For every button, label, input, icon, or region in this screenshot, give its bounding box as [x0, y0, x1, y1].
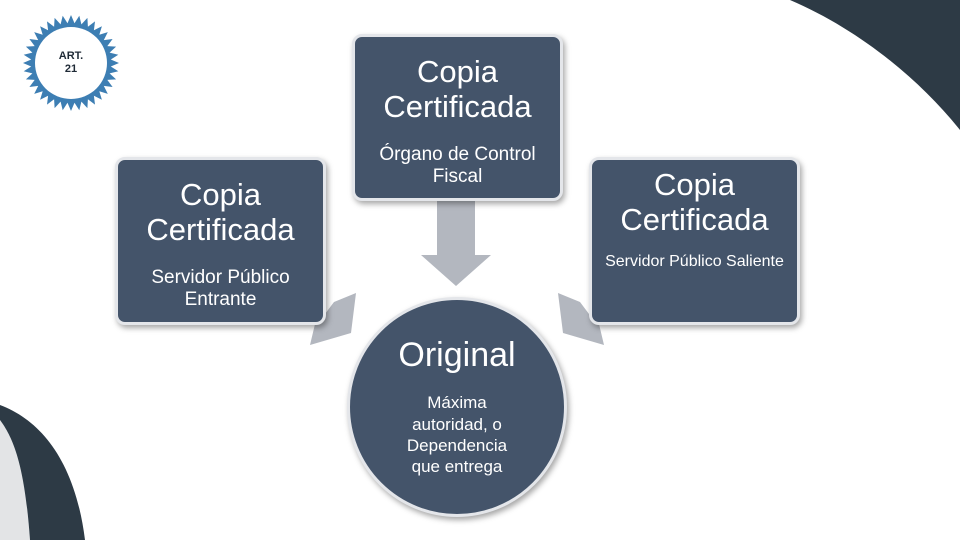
node-top-title: Copia Certificada: [383, 54, 532, 124]
bottom-left-corner-dark-shape: [0, 405, 85, 540]
node-left-subtitle: Servidor Público Entrante: [151, 267, 290, 311]
bottom-left-corner-light-shape: [0, 420, 30, 540]
node-organo-control-fiscal: Copia Certificada Órgano de Control Fisc…: [352, 34, 563, 201]
node-original: Original Máxima autoridad, o Dependencia…: [347, 297, 567, 517]
seal-label-line1: ART.: [58, 50, 84, 62]
seal-inner-circle: [35, 27, 107, 99]
node-right-subtitle: Servidor Público Saliente: [605, 253, 784, 271]
node-center-title: Original: [398, 336, 516, 374]
node-right-title: Copia Certificada: [620, 167, 769, 237]
top-right-corner-shape: [790, 0, 960, 130]
node-left-title: Copia Certificada: [146, 177, 295, 247]
node-top-subtitle: Órgano de Control Fiscal: [379, 144, 536, 188]
node-center-subtitle: Máxima autoridad, o Dependencia que entr…: [406, 393, 508, 477]
node-servidor-entrante: Copia Certificada Servidor Público Entra…: [115, 157, 326, 325]
seal-label-line2: 21: [64, 63, 78, 75]
seal-badge: [23, 15, 119, 111]
seal-label: ART. 21: [22, 14, 120, 112]
node-servidor-saliente: Copia Certificada Servidor Público Salie…: [589, 157, 800, 325]
arrow-down: [421, 200, 491, 286]
